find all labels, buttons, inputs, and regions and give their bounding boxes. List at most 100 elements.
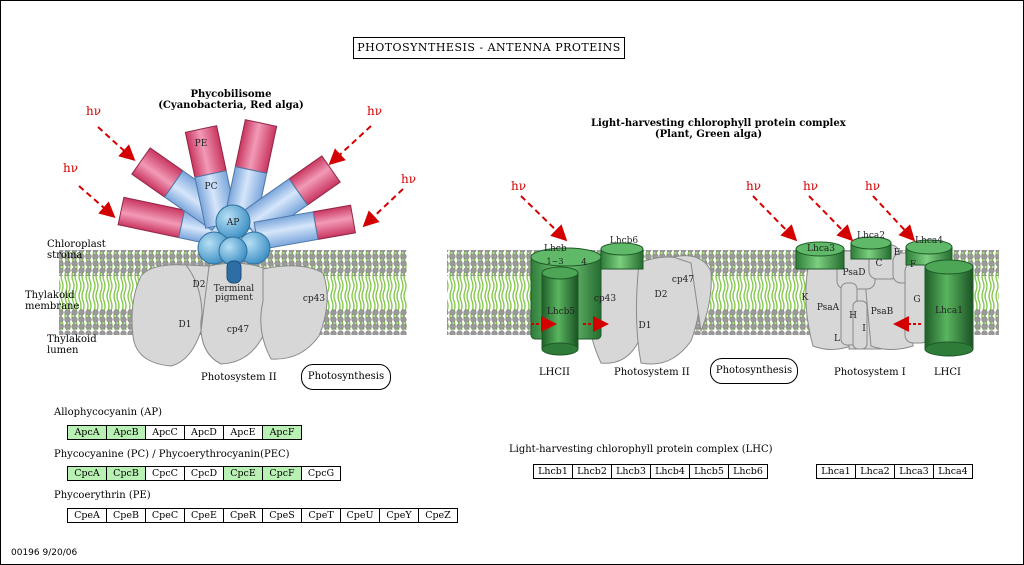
psaa-label: PsaA [816,303,840,313]
ap-label: AP [226,218,240,228]
phycobilisome [117,119,357,284]
gene-box-cper[interactable]: CpeR [223,508,263,523]
cp47-right-label: cp47 [671,275,695,285]
gene-box-cpet[interactable]: CpeT [301,508,341,523]
ps2-left-label: Photosystem II [201,372,277,383]
lumen-label: Thylakoid lumen [47,334,97,356]
gene-box-cpey[interactable]: CpeY [379,508,419,523]
subunit-k-label: K [801,293,809,303]
lhcb-sub-label: 1~3 [546,257,564,266]
light-label: hν [803,179,819,193]
light-label: hν [367,104,383,118]
lhc-heading: Light-harvesting chlorophyll protein com… [591,118,846,129]
lhcb-label: Lhcb [544,244,567,254]
gene-box-lhcb4[interactable]: Lhcb4 [650,464,690,479]
gene-box-cpcf[interactable]: CpcF [262,466,302,481]
gene-box-lhca4[interactable]: Lhca4 [933,464,973,479]
gene-box-apcc[interactable]: ApcC [145,425,185,440]
subunit-f-label: F [909,260,917,270]
lhcb5-label: Lhcb5 [546,307,576,317]
ps1-label: Photosystem I [834,367,906,378]
psab-label: PsaB [870,307,894,317]
membrane-label: Thylakoid membrane [25,290,80,312]
photosystem-ii-left-shape [131,262,328,367]
lhc-subheading: (Plant, Green alga) [654,129,763,140]
stroma-label: Chloroplast stroma [47,239,106,261]
subunit-e-label: E [893,248,901,258]
cp43-right-label: cp43 [593,294,617,304]
d1-right-label: D1 [638,321,652,331]
lhcii-label: LHCII [539,367,570,378]
lhci-complex [795,236,974,357]
photosynthesis-link-left[interactable]: Photosynthesis [301,364,391,390]
ps2-right-label: Photosystem II [614,367,690,378]
subunit-h-label: H [849,311,857,321]
lhcb6-label: Lhcb6 [609,236,639,246]
gene-box-cpcd[interactable]: CpcD [184,466,224,481]
gene-box-cpee[interactable]: CpeE [184,508,224,523]
gene-box-cpeb[interactable]: CpeB [106,508,146,523]
gene-box-lhcb3[interactable]: Lhcb3 [611,464,651,479]
lhca4-label: Lhca4 [915,236,943,246]
gene-box-lhca3[interactable]: Lhca3 [894,464,934,479]
cp47-label: cp47 [226,325,250,335]
psad-label: PsaD [842,268,866,278]
gene-box-cpcc[interactable]: CpcC [145,466,185,481]
page-title: PHOTOSYNTHESIS - ANTENNA PROTEINS [353,37,625,59]
gene-box-apca[interactable]: ApcA [67,425,107,440]
photosynthesis-link-right[interactable]: Photosynthesis [710,358,798,384]
gene-box-lhcb1[interactable]: Lhcb1 [533,464,573,479]
light-label: hν [865,179,881,193]
ap-table-label: Allophycocyanin (AP) [54,407,162,418]
d2-right-label: D2 [654,290,668,300]
lhca1-label: Lhca1 [935,306,963,316]
gene-box-lhcb2[interactable]: Lhcb2 [572,464,612,479]
gene-box-cpeu[interactable]: CpeU [340,508,380,523]
phycobilisome-heading: Phycobilisome [190,89,272,100]
subunit-l-label: L [834,334,840,344]
gene-box-lhca2[interactable]: Lhca2 [855,464,895,479]
lhcii-complex [530,242,644,356]
lhca2-label: Lhca2 [857,231,885,241]
d1-label: D1 [178,320,192,330]
light-arrows [78,125,921,332]
light-label: hν [511,179,527,193]
footer-id: 00196 9/20/06 [11,548,78,558]
subunit-c-label: C [875,259,883,269]
phycobilisome-subheading: (Cyanobacteria, Red alga) [158,100,304,111]
gene-box-cpcb[interactable]: CpcB [106,466,146,481]
gene-box-cpcg[interactable]: CpcG [301,466,341,481]
pe-table-label: Phycoerythrin (PE) [54,490,151,501]
gene-box-cpce[interactable]: CpcE [223,466,263,481]
pc-label: PC [204,182,218,192]
light-label: hν [86,104,102,118]
gene-box-lhcb6[interactable]: Lhcb6 [728,464,768,479]
gene-box-cpes[interactable]: CpeS [262,508,302,523]
light-label: hν [401,172,417,186]
lhcb4-label: 4 [581,258,587,268]
gene-box-apcd[interactable]: ApcD [184,425,224,440]
d2-label: D2 [192,280,206,290]
pe-label: PE [194,139,208,149]
gene-box-lhcb5[interactable]: Lhcb5 [689,464,729,479]
light-label: hν [63,161,79,175]
light-label: hν [746,179,762,193]
gene-box-apcb[interactable]: ApcB [106,425,146,440]
gene-box-cpez[interactable]: CpeZ [418,508,458,523]
gene-box-cpea[interactable]: CpeA [67,508,107,523]
subunit-g-label: G [913,295,921,305]
gene-box-lhca1[interactable]: Lhca1 [816,464,856,479]
gene-box-cpca[interactable]: CpcA [67,466,107,481]
gene-box-apcf[interactable]: ApcF [262,425,302,440]
lhc-table-label: Light-harvesting chlorophyll protein com… [509,444,773,455]
gene-box-cpec[interactable]: CpeC [145,508,185,523]
gene-box-apce[interactable]: ApcE [223,425,263,440]
terminal-pigment-label: Terminal pigment [213,284,255,303]
